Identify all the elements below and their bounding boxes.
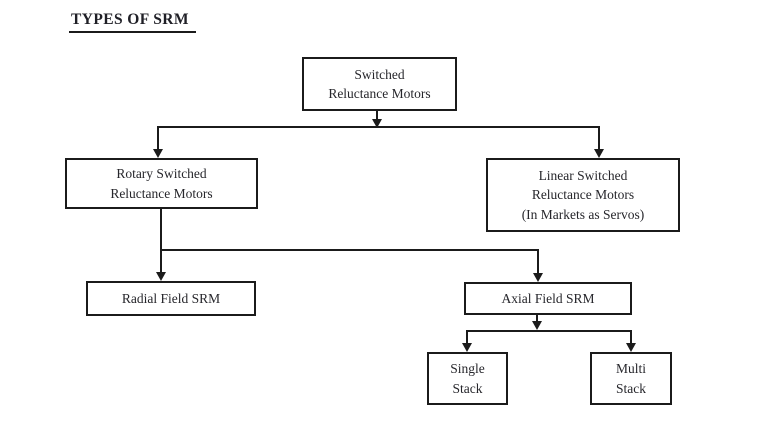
arrowhead-to-single [462, 343, 472, 352]
edge-rotary-axial [161, 249, 539, 273]
node-label-line: Reluctance Motors [531, 187, 635, 203]
arrowhead-to-axial [533, 273, 543, 282]
node-label-line: Rotary Switched [116, 166, 207, 182]
edge-root-branch [157, 126, 600, 150]
arrowhead-to-rotary [153, 149, 163, 158]
node-label-line: Switched [354, 66, 405, 82]
node-rotary-switched-reluctance-motors: Rotary Switched Reluctance Motors [65, 158, 258, 209]
arrowhead-root-stem [372, 119, 382, 128]
node-axial-field-srm: Axial Field SRM [464, 282, 632, 315]
node-single-stack: Single Stack [427, 352, 508, 405]
node-label-line: (In Markets as Servos) [521, 206, 645, 222]
node-label-line: Stack [616, 380, 646, 396]
node-linear-switched-reluctance-motors: Linear Switched Reluctance Motors (In Ma… [486, 158, 680, 232]
arrowhead-to-radial [156, 272, 166, 281]
node-label-line: Linear Switched [538, 168, 628, 184]
node-label-line: Single [450, 361, 485, 377]
node-label-line: Stack [452, 380, 483, 396]
node-label-line: Radial Field SRM [121, 290, 221, 306]
node-radial-field-srm: Radial Field SRM [86, 281, 256, 316]
node-label-line: Reluctance Motors [328, 86, 431, 101]
node-label-line: Axial Field SRM [501, 290, 595, 306]
arrowhead-axial-stem [532, 321, 542, 330]
arrowhead-to-multi [626, 343, 636, 352]
node-label-line: Multi [615, 361, 646, 377]
edge-axial-branch [466, 330, 632, 343]
node-switched-reluctance-motors: Switched Reluctance Motors [302, 57, 457, 111]
node-label-line: Reluctance Motors [110, 185, 213, 201]
arrowhead-to-linear [594, 149, 604, 158]
diagram-title: TYPES OF SRM [69, 11, 196, 33]
node-multi-stack: Multi Stack [590, 352, 672, 405]
